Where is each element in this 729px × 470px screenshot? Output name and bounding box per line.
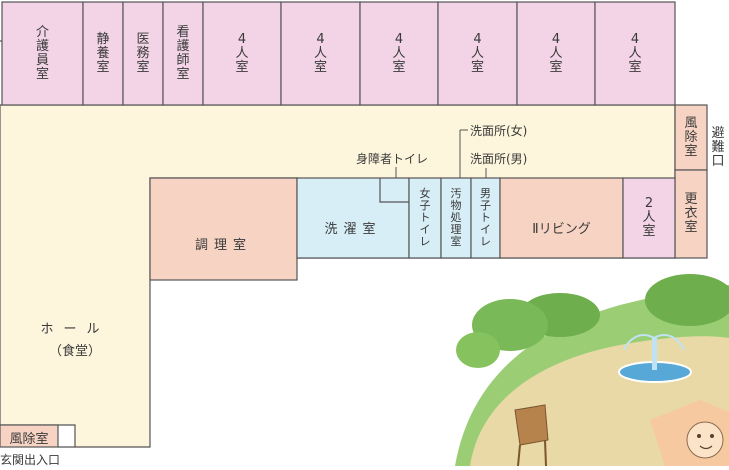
callout-washroom-men: 洗面所(男) (470, 152, 528, 166)
room-4-6 (594, 1, 676, 106)
label-kaigoin: 介護員室 (35, 24, 49, 82)
park-illustration (455, 274, 729, 467)
label-soiled-utility: 汚物処理室 (450, 187, 462, 248)
room-4-4 (437, 1, 518, 106)
room-seiyou (82, 1, 124, 106)
room-kangoshi (162, 1, 204, 106)
label-windbreak-right: 風除室 (684, 115, 698, 159)
label-windbreak-left: 風除室 (9, 432, 49, 447)
label-kangoshi: 看護師室 (176, 24, 190, 82)
label-living: Ⅱリビング (532, 222, 591, 237)
label-hall-sub: （食堂） (48, 344, 101, 359)
room-changing (674, 169, 708, 259)
room-double (622, 177, 676, 259)
room-men-toilet (470, 177, 501, 259)
label-changing-room: 更衣室 (684, 192, 698, 235)
label-women-toilet: 女子トイレ (419, 187, 431, 248)
label-men-toilet: 男子トイレ (480, 187, 491, 248)
room-living (499, 177, 624, 259)
room-4-2 (280, 1, 361, 106)
label-kitchen: 調理室 (194, 238, 252, 253)
room-laundry (296, 177, 410, 259)
callout-accessible-toilet: 身障者トイレ (356, 152, 429, 166)
label-hall: ホール (40, 322, 110, 337)
room-4-1 (202, 1, 282, 106)
room-windbreak-right (674, 104, 708, 171)
room-women-toilet (408, 177, 442, 259)
label-entrance: 玄関出入口 (0, 453, 61, 467)
room-4-5 (516, 1, 596, 106)
label-laundry: 洗濯室 (324, 222, 382, 237)
room-windbreak-left (0, 424, 59, 448)
room-kaigoin (1, 1, 84, 106)
room-4-3 (359, 1, 439, 106)
room-soiled-utility (440, 177, 472, 259)
room-kitchen (149, 177, 298, 281)
label-evacuation-exit: 避難口 (711, 126, 725, 169)
label-seiyou: 静養室 (96, 31, 110, 75)
label-imu: 医務室 (136, 31, 150, 75)
callout-washroom-women: 洗面所(女) (470, 124, 528, 138)
